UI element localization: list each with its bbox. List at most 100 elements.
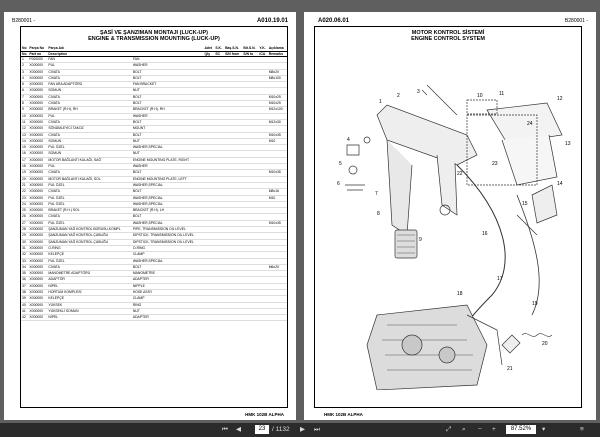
table-cell: [214, 188, 225, 196]
prev-page-icon[interactable]: ◀: [236, 426, 241, 433]
table-cell: [203, 302, 215, 309]
table-cell: [214, 245, 225, 253]
column-header: No: [21, 51, 29, 57]
table-cell: [267, 314, 287, 322]
table-cell: [258, 283, 268, 291]
table-cell: [214, 138, 225, 146]
table-cell: [203, 245, 215, 253]
table-cell: DIPSTICK, TRANSMISSION OIL LEVEL: [131, 232, 204, 240]
fit-icon[interactable]: ⤢: [446, 426, 452, 433]
table-cell: [214, 308, 225, 316]
svg-text:17: 17: [497, 276, 503, 282]
table-cell: [224, 232, 243, 240]
table-cell: X000000: [28, 69, 48, 76]
table-cell: SOMUN: [47, 138, 132, 146]
table-cell: ŞANZUMAN YAĞ KONTROL BORUSU,KOMPL: [47, 226, 132, 234]
table-cell: [214, 132, 225, 139]
table-cell: X000000: [28, 169, 48, 177]
table-cell: [203, 144, 215, 152]
table-cell: [224, 295, 243, 303]
table-cell: [258, 276, 268, 284]
table-cell: [258, 138, 268, 146]
table-cell: [267, 276, 287, 284]
table-cell: [224, 176, 243, 183]
table-cell: [224, 251, 243, 259]
menu-icon[interactable]: ≡: [580, 426, 584, 433]
table-cell: [242, 270, 259, 278]
table-cell: [242, 113, 259, 120]
table-cell: 42: [21, 314, 29, 322]
svg-text:19: 19: [532, 301, 538, 307]
column-header: [131, 46, 204, 52]
table-cell: [214, 213, 225, 221]
right-page: A020.06.01 B280001 - MOTOR KONTROL SİSTE…: [304, 12, 596, 420]
zoom-out-icon[interactable]: −: [478, 426, 482, 433]
table-cell: [203, 283, 215, 291]
table-cell: O-RING: [131, 245, 204, 253]
table-cell: [203, 81, 215, 89]
table-cell: [203, 169, 215, 177]
table-cell: [224, 195, 243, 202]
table-cell: X000000: [28, 245, 48, 253]
table-cell: [242, 239, 259, 246]
table-cell: [214, 163, 225, 171]
first-page-icon[interactable]: ⏮: [222, 426, 228, 433]
page-number-input[interactable]: 23: [255, 425, 269, 434]
total-pages-label: / 1132: [272, 426, 290, 433]
pdf-toolbar: ⏮ ◀ 23 / 1132 ▶ ⏭ ⤢ ⌕ − + 87.52% ▾ ≡: [0, 423, 600, 437]
column-header: No: [21, 46, 29, 52]
table-cell: [214, 264, 225, 272]
table-cell: 16: [21, 150, 29, 158]
table-cell: X000000: [28, 239, 48, 246]
table-cell: [242, 226, 259, 234]
table-cell: 29: [21, 232, 29, 240]
table-cell: [242, 144, 259, 152]
table-cell: [224, 270, 243, 278]
svg-text:4: 4: [347, 137, 350, 143]
table-cell: MANOMETRE ADAPTÖRÜ: [47, 270, 132, 278]
table-cell: [224, 157, 243, 165]
table-cell: [258, 308, 268, 316]
table-cell: [224, 81, 243, 89]
last-page-icon[interactable]: ⏭: [314, 426, 320, 433]
table-cell: 22: [21, 188, 29, 196]
table-cell: [224, 314, 243, 322]
table-cell: [224, 132, 243, 139]
table-cell: X000000: [28, 201, 48, 209]
table-cell: KELEPÇE: [47, 295, 132, 303]
table-cell: [267, 81, 287, 89]
table-cell: CIVATA: [47, 69, 132, 76]
table-cell: [258, 144, 268, 152]
table-cell: KELEPÇE: [47, 251, 132, 259]
table-cell: [267, 176, 287, 183]
table-cell: WASHER,SPECIAL: [131, 201, 204, 209]
table-cell: BOLT: [131, 264, 204, 272]
table-cell: [258, 245, 268, 253]
zoom-in-icon[interactable]: +: [492, 426, 496, 433]
chevron-down-icon[interactable]: ▾: [542, 426, 546, 433]
table-cell: [258, 81, 268, 89]
column-header: SC: [214, 51, 225, 57]
zoom-level-input[interactable]: 87.52%: [506, 425, 536, 434]
table-cell: BRACKET (R.H), RH: [131, 106, 204, 114]
table-cell: 23: [21, 195, 29, 202]
table-cell: [224, 201, 243, 209]
table-cell: [242, 207, 259, 215]
table-cell: [214, 302, 225, 309]
table-cell: [224, 144, 243, 152]
column-header: Baş.S.N.: [224, 46, 243, 52]
table-cell: PUL: [47, 62, 132, 70]
column-header: S/N to: [242, 51, 259, 57]
table-cell: [242, 232, 259, 240]
table-cell: X000000: [28, 195, 48, 202]
next-page-icon[interactable]: ▶: [300, 426, 305, 433]
column-header: Parça Adı: [47, 46, 132, 52]
search-icon[interactable]: ⌕: [462, 426, 466, 433]
